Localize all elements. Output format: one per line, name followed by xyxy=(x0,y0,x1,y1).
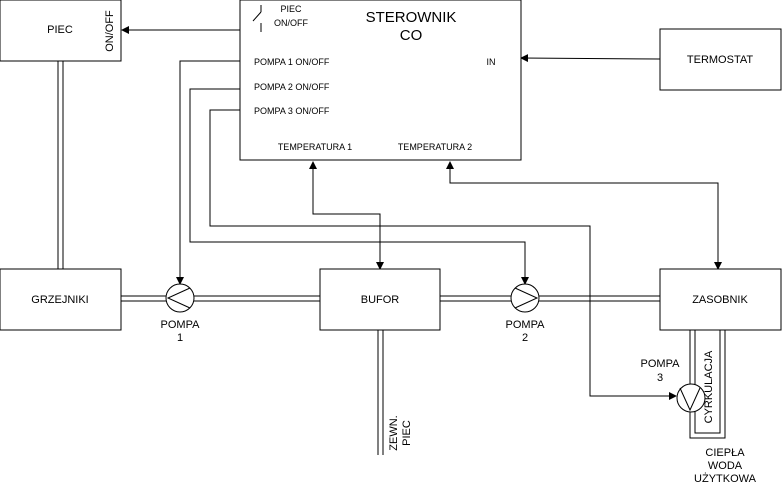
pipe-circulation-loop xyxy=(689,330,726,439)
pompa1-onoff-label: POMPA 1 ON/OFF xyxy=(254,57,330,67)
grzejniki-label: GRZEJNIKI xyxy=(31,294,88,306)
pompa3-pump-icon[interactable] xyxy=(676,383,706,413)
wire-termostat-in xyxy=(520,54,661,63)
zasobnik-box[interactable]: ZASOBNIK xyxy=(659,268,782,331)
wire-pompa3 xyxy=(209,109,677,400)
piec-onoff-label: ON/OFF xyxy=(104,10,116,52)
pipes xyxy=(57,61,726,455)
sterownik-piec-label: PIEC xyxy=(280,4,302,14)
termostat-label: TERMOSTAT xyxy=(687,54,753,66)
in-label: IN xyxy=(487,57,496,67)
bufor-box[interactable]: BUFOR xyxy=(319,268,441,331)
termostat-box[interactable]: TERMOSTAT xyxy=(659,28,782,91)
sterownik-subtitle: CO xyxy=(400,27,423,44)
pipe-grzejniki-bufor xyxy=(121,295,320,302)
zewn-label: ZEWN. xyxy=(388,415,400,450)
wire-temperatura1 xyxy=(309,161,384,270)
wire-pompa1 xyxy=(176,60,240,285)
piec-box[interactable]: PIEC ON/OFF xyxy=(0,0,122,62)
pompa2-number: 2 xyxy=(522,332,528,344)
pompa3-label: POMPA xyxy=(641,358,681,370)
pompa1-label: POMPA xyxy=(161,319,201,331)
pompa1-number: 1 xyxy=(177,332,183,344)
piec-label: PIEC xyxy=(47,24,73,36)
pompa2-onoff-label: POMPA 2 ON/OFF xyxy=(254,82,330,92)
pompa3-onoff-label: POMPA 3 ON/OFF xyxy=(254,106,330,116)
sterownik-box[interactable]: PIEC ON/OFF STEROWNIK CO POMPA 1 ON/OFF … xyxy=(239,0,522,161)
pompa1-pump-icon[interactable] xyxy=(165,283,195,313)
zewn-piec-label: PIEC xyxy=(401,420,413,446)
sterownik-onoff-label: ON/OFF xyxy=(274,18,308,28)
cwu-label-line2: WODA xyxy=(708,460,743,472)
pipe-bufor-zewn-piec xyxy=(377,330,384,455)
cyrkulacja-label: CYRKULACJA xyxy=(703,350,715,423)
control-wires xyxy=(121,26,722,400)
pompa2-pump-icon[interactable] xyxy=(510,283,540,313)
temperatura1-label: TEMPERATURA 1 xyxy=(278,142,352,152)
pompa2-label: POMPA xyxy=(506,319,546,331)
temperatura2-label: TEMPERATURA 2 xyxy=(398,142,472,152)
bufor-label: BUFOR xyxy=(361,294,400,306)
cwu-label-line3: UŻYTKOWA xyxy=(694,472,757,485)
cwu-label-line1: CIEPŁA xyxy=(705,447,745,459)
grzejniki-box[interactable]: GRZEJNIKI xyxy=(0,268,122,331)
pipe-bufor-zasobnik xyxy=(440,295,660,302)
switch-icon xyxy=(252,5,262,32)
pompa3-number: 3 xyxy=(657,372,663,384)
zasobnik-label: ZASOBNIK xyxy=(692,294,748,306)
wire-temperatura2 xyxy=(446,161,722,270)
sterownik-title: STEROWNIK xyxy=(366,9,457,26)
pipe-piec-grzejniki xyxy=(57,61,64,269)
